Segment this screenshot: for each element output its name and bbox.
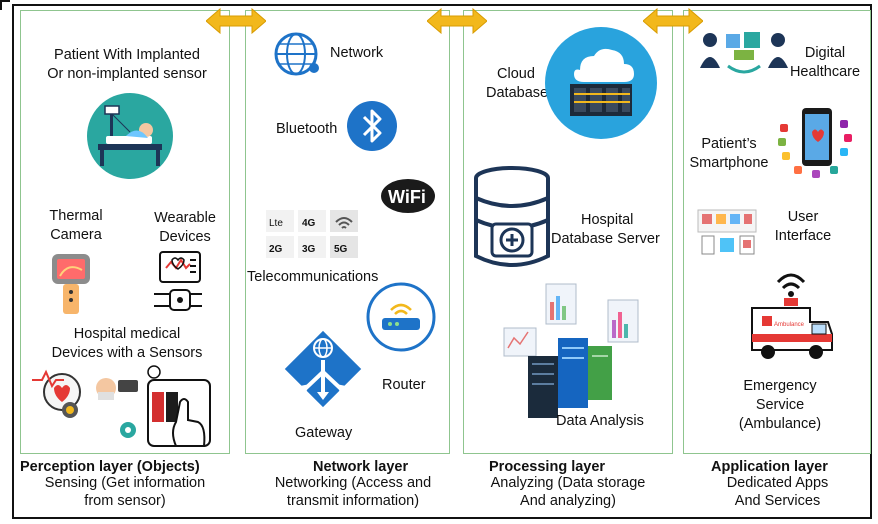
patient-label-line1: Patient With Implanted xyxy=(54,47,200,63)
patient-sensor-label: Patient With Implanted Or non-implanted … xyxy=(22,46,232,84)
router-label: Router xyxy=(382,377,426,393)
digital-healthcare-label: Digital Healthcare xyxy=(780,44,870,82)
patient-label-line2: Or non-implanted sensor xyxy=(47,66,207,82)
perception-layer-desc: Sensing (Get information from sensor) xyxy=(20,474,230,510)
telecommunications-label: Telecommunications xyxy=(247,269,379,285)
bluetooth-label: Bluetooth xyxy=(276,121,338,137)
hospital-db-server-label: Hospital Database Server xyxy=(551,211,676,249)
medical-devices-icon xyxy=(32,365,211,447)
ui-label-line2: Interface xyxy=(774,228,832,244)
smartphone-label-line2: Smartphone xyxy=(689,155,769,171)
gateway-icon xyxy=(284,330,362,408)
data-analysis-label: Data Analysis xyxy=(556,413,644,429)
hospital-database-icon xyxy=(474,166,550,267)
2g-text: 2G xyxy=(269,244,283,255)
thermal-camera-label: Thermal Camera xyxy=(36,207,116,245)
network-desc-line2: transmit information) xyxy=(286,493,420,509)
5g-text: 5G xyxy=(334,244,348,255)
thermal-label-line2: Camera xyxy=(50,227,102,243)
double-arrow-icon xyxy=(643,8,703,34)
application-desc-line2: And Services xyxy=(734,493,821,509)
4g-text: 4G xyxy=(302,218,316,229)
patient-smartphone-label: Patient’s Smartphone xyxy=(683,135,775,173)
corner-mark xyxy=(0,0,10,10)
digital-label-line1: Digital xyxy=(804,45,846,61)
bluetooth-icon xyxy=(347,101,397,151)
emergency-label-line2: Service xyxy=(755,397,805,413)
network-globe-icon xyxy=(274,32,319,76)
hospital-label-line1: Hospital medical xyxy=(73,326,181,342)
router-icon xyxy=(366,282,436,352)
perception-desc-line2: from sensor) xyxy=(84,493,166,509)
cloud-database-label: Cloud Database xyxy=(486,65,549,103)
patient-bed-icon xyxy=(87,93,173,179)
wearable-devices-label: Wearable Devices xyxy=(140,209,230,247)
application-layer-title: Application layer xyxy=(711,459,828,475)
processing-layer-desc: Analyzing (Data storage And analyzing) xyxy=(463,474,673,510)
cloud-label-line2: Database xyxy=(486,85,549,101)
thermal-label-line1: Thermal xyxy=(49,208,103,224)
processing-layer-title: Processing layer xyxy=(489,459,606,475)
perception-layer-title: Perception layer (Objects) xyxy=(20,459,200,475)
double-arrow-icon xyxy=(206,8,266,34)
diagram-frame xyxy=(12,4,872,519)
smartphone-apps-icon xyxy=(778,108,852,178)
wifi-logo-icon: WiFi xyxy=(381,179,435,213)
network-layer-desc: Networking (Access and transmit informat… xyxy=(248,474,458,510)
application-layer-desc: Dedicated Apps And Services xyxy=(690,474,865,510)
user-interface-icon xyxy=(697,209,757,255)
processing-desc-line1: Analyzing (Data storage xyxy=(490,475,646,491)
smartwatch-icon xyxy=(154,251,202,311)
network-label: Network xyxy=(330,45,384,61)
wearable-label-line2: Devices xyxy=(159,229,211,245)
cloud-database-icon xyxy=(545,27,657,139)
ui-label-line1: User xyxy=(787,209,819,225)
smartphone-label-line1: Patient’s xyxy=(701,136,757,152)
hospital-devices-label: Hospital medical Devices with a Sensors xyxy=(22,325,232,363)
hospital-db-label-line2: Database Server xyxy=(551,231,660,247)
application-desc-line1: Dedicated Apps xyxy=(726,475,829,491)
hospital-db-label-line1: Hospital xyxy=(581,212,634,228)
digital-label-line2: Healthcare xyxy=(789,64,861,80)
network-desc-line1: Networking (Access and xyxy=(274,475,432,491)
digital-healthcare-icon xyxy=(700,32,788,74)
3g-text: 3G xyxy=(302,244,316,255)
double-arrow-icon xyxy=(427,8,487,34)
ambulance-text: Ambulance xyxy=(774,322,805,328)
hospital-label-line2: Devices with a Sensors xyxy=(51,345,203,361)
emergency-label-line1: Emergency xyxy=(743,378,817,394)
ambulance-icon: Ambulance xyxy=(751,273,833,359)
user-interface-label: User Interface xyxy=(768,208,838,246)
wearable-label-line1: Wearable xyxy=(154,210,216,226)
processing-desc-line2: And analyzing) xyxy=(520,493,616,509)
cellular-tech-icon: Lte 4G 2G 3G 5G xyxy=(266,210,358,258)
lte-text: Lte xyxy=(269,218,283,229)
cloud-label-line1: Cloud xyxy=(497,66,535,82)
emergency-service-label: Emergency Service (Ambulance) xyxy=(720,377,840,434)
emergency-label-line3: (Ambulance) xyxy=(738,416,822,432)
gateway-label: Gateway xyxy=(295,425,353,441)
data-analysis-icon xyxy=(503,283,639,418)
wifi-text: WiFi xyxy=(388,187,426,207)
perception-desc-line1: Sensing (Get information xyxy=(44,475,206,491)
network-layer-title: Network layer xyxy=(313,459,409,475)
thermal-camera-icon xyxy=(52,254,90,314)
